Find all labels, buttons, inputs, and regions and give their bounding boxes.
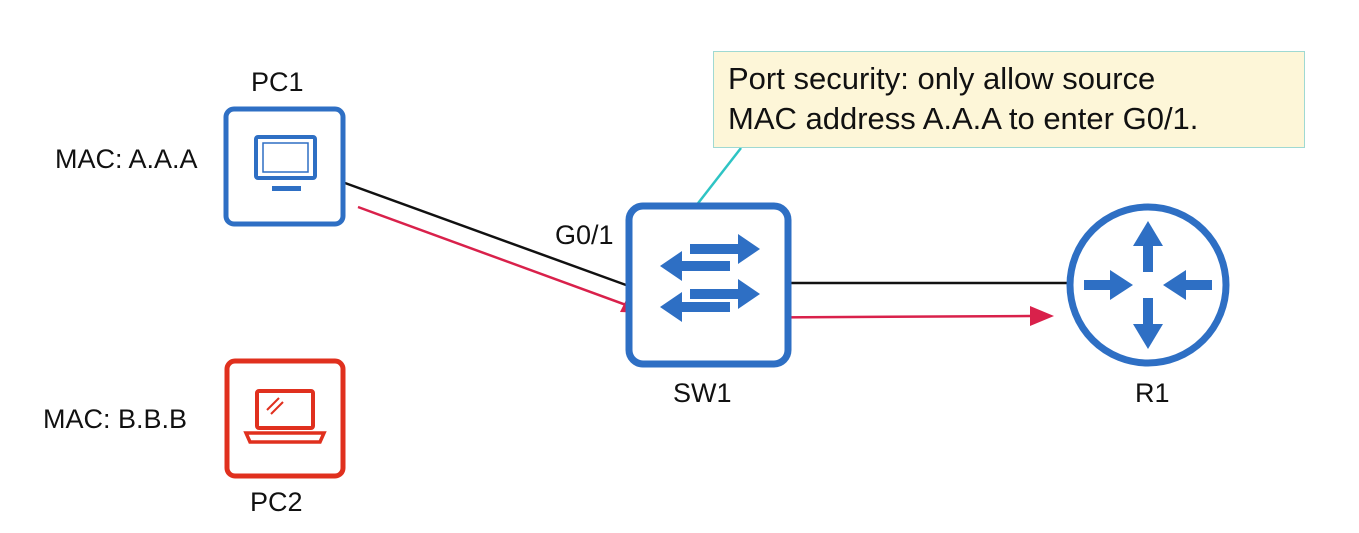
pc2-name-label: PC2 — [250, 487, 303, 517]
port-security-callout: Port security: only allow source MAC add… — [713, 51, 1305, 148]
traffic-arrowhead-sw1-r1 — [1030, 306, 1054, 326]
laptop-icon — [243, 389, 327, 444]
sw1-name-label: SW1 — [673, 378, 732, 408]
sw1-port-label: G0/1 — [555, 220, 614, 250]
pc2-device[interactable] — [224, 358, 346, 479]
traffic-arrow-pc1-to-sw1 — [357, 205, 639, 311]
pc2-mac-label: MAC: B.B.B — [43, 404, 188, 434]
callout-line-1: Port security: only allow source — [728, 61, 1156, 96]
desktop-monitor-icon — [254, 135, 317, 191]
router-arrows-icon — [1084, 221, 1212, 349]
callout-line-2: MAC address A.A.A to enter G0/1. — [728, 101, 1199, 136]
pc1-name-label: PC1 — [251, 67, 304, 97]
sw1-device[interactable] — [625, 202, 792, 368]
link-pc1-sw1 — [344, 181, 627, 287]
pc1-device[interactable] — [223, 106, 346, 227]
r1-device[interactable] — [1066, 203, 1230, 367]
switch-arrows-icon — [660, 234, 760, 322]
r1-name-label: R1 — [1135, 378, 1170, 408]
pc1-mac-label: MAC: A.A.A — [55, 144, 198, 174]
